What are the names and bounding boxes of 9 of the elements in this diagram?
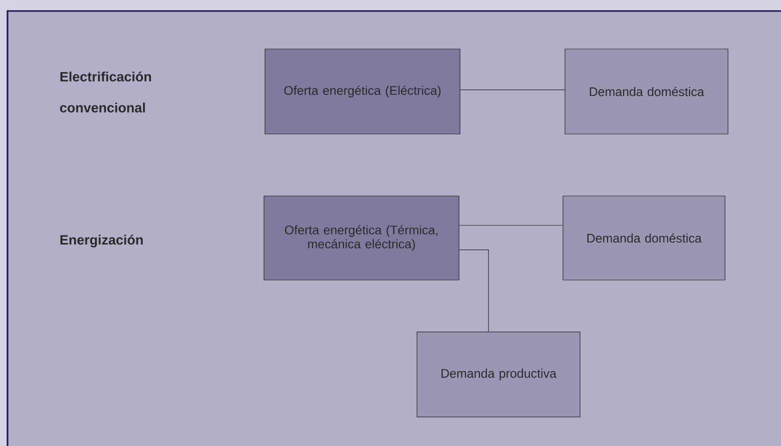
process-box: Demanda productiva [416, 332, 580, 418]
process-box: Demanda doméstica [562, 196, 726, 280]
process-box: Demanda doméstica [564, 48, 728, 134]
process-box: Oferta energética (Térmica, mecánica eléctrica) [264, 196, 460, 280]
row-heading: Electrificación convencional [60, 71, 151, 112]
row-heading: Energización [60, 234, 143, 248]
connector-line [459, 249, 489, 332]
process-box: Oferta energética (Eléctrica) [264, 48, 460, 134]
connector-line [459, 225, 563, 226]
